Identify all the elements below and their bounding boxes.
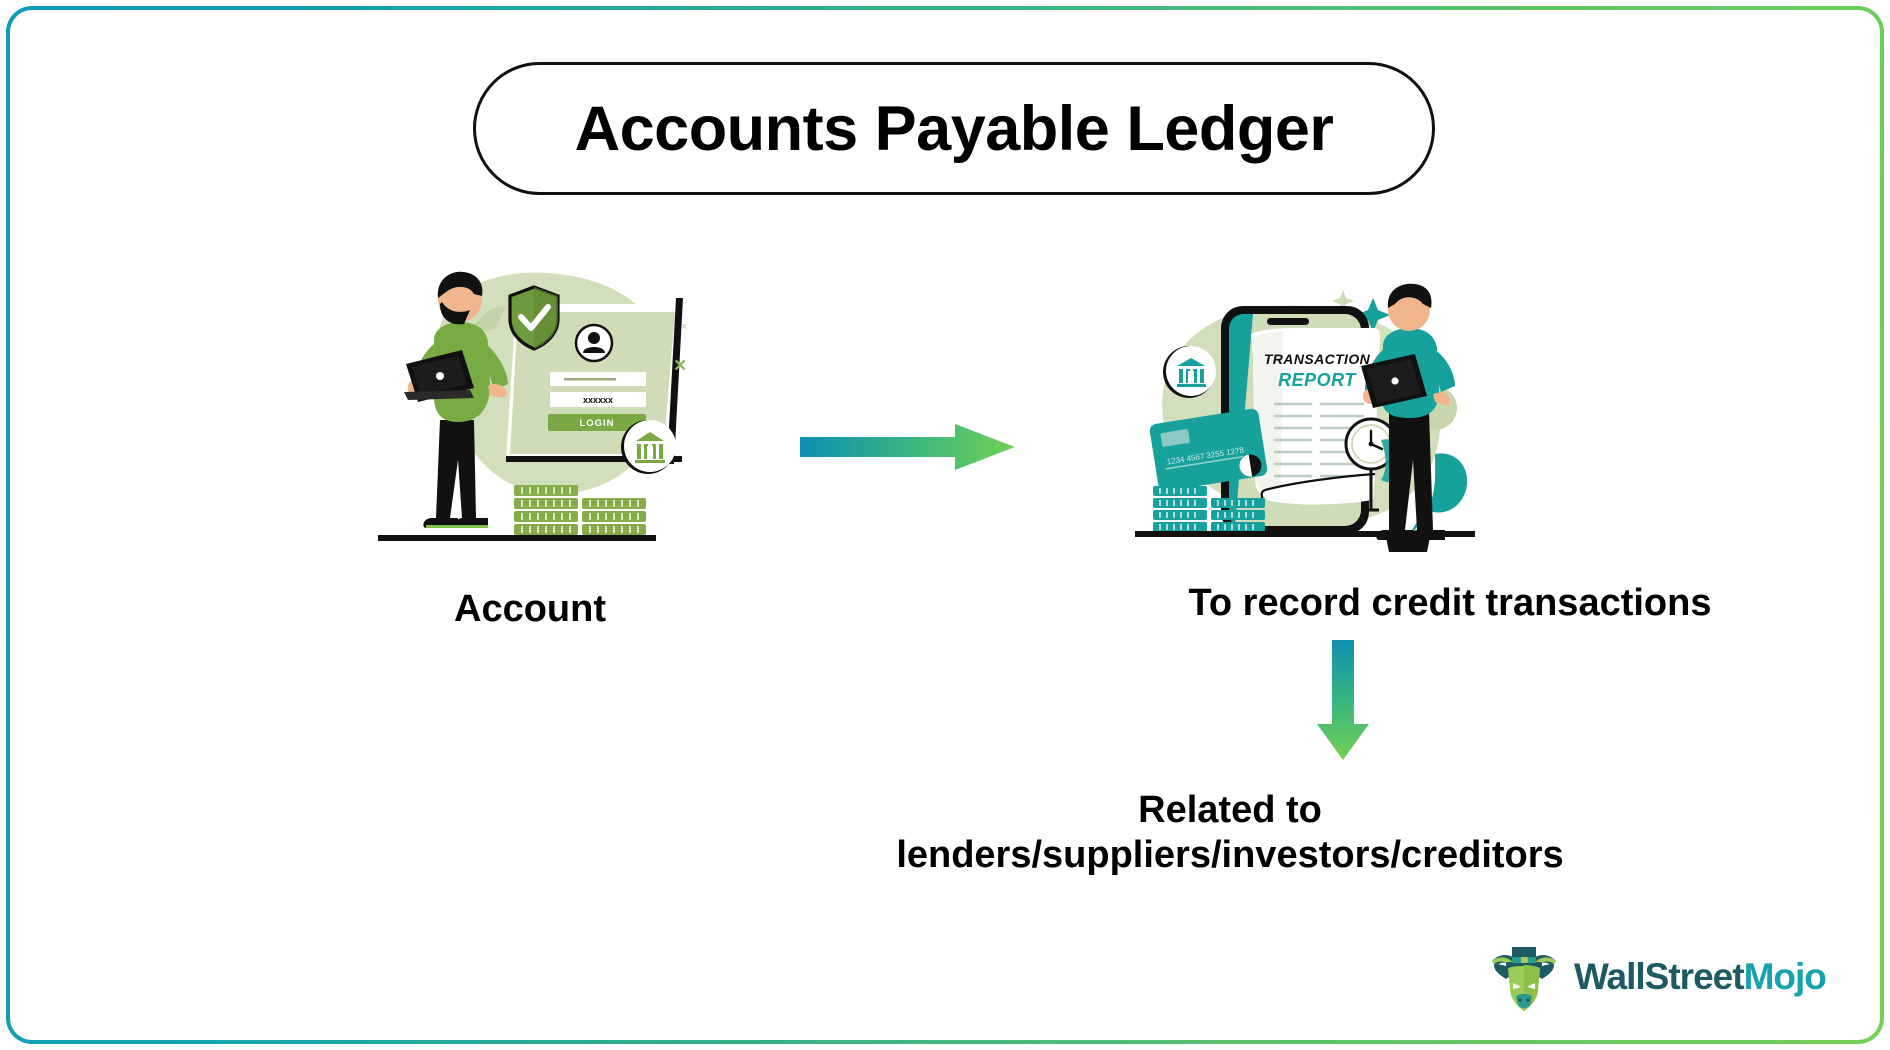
caption-related-to: Related to lenders/suppliers/investors/c… [780,788,1680,878]
bull-with-tophat-logo-icon [1492,947,1556,1011]
logo-word-part1: WallStreet [1574,956,1745,997]
down-arrow-icon [1315,640,1371,760]
page-title: Accounts Payable Ledger [574,93,1334,164]
report-title-line1: TRANSACTION [1264,351,1371,367]
account-login-illustration: xxxxxx LOGIN × × [378,232,708,562]
svg-text:×: × [681,321,687,333]
transaction-report-illustration: TRANSACTION REPORT [1135,268,1490,558]
caption-record-credit-transactions: To record credit transactions [1188,582,1712,624]
wallstreetmojo-logo[interactable]: WallStreetMojo [1488,938,1838,1016]
title-pill: Accounts Payable Ledger [473,62,1435,195]
logo-word-part2: Mojo [1743,956,1827,997]
svg-text:×: × [674,354,686,377]
login-button-label: LOGIN [579,418,614,429]
infographic-canvas: Accounts Payable Ledger [10,10,1880,1040]
logo-wordmark: WallStreetMojo [1574,956,1827,998]
gradient-frame: Accounts Payable Ledger [6,6,1884,1044]
password-masked-value: xxxxxx [583,395,613,405]
caption-account: Account [454,588,606,630]
report-title-line2: REPORT [1278,370,1357,390]
right-arrow-icon [800,422,1015,472]
caption-related-to-line2: lenders/suppliers/investors/creditors [896,833,1564,876]
caption-related-to-line1: Related to [1138,789,1322,831]
